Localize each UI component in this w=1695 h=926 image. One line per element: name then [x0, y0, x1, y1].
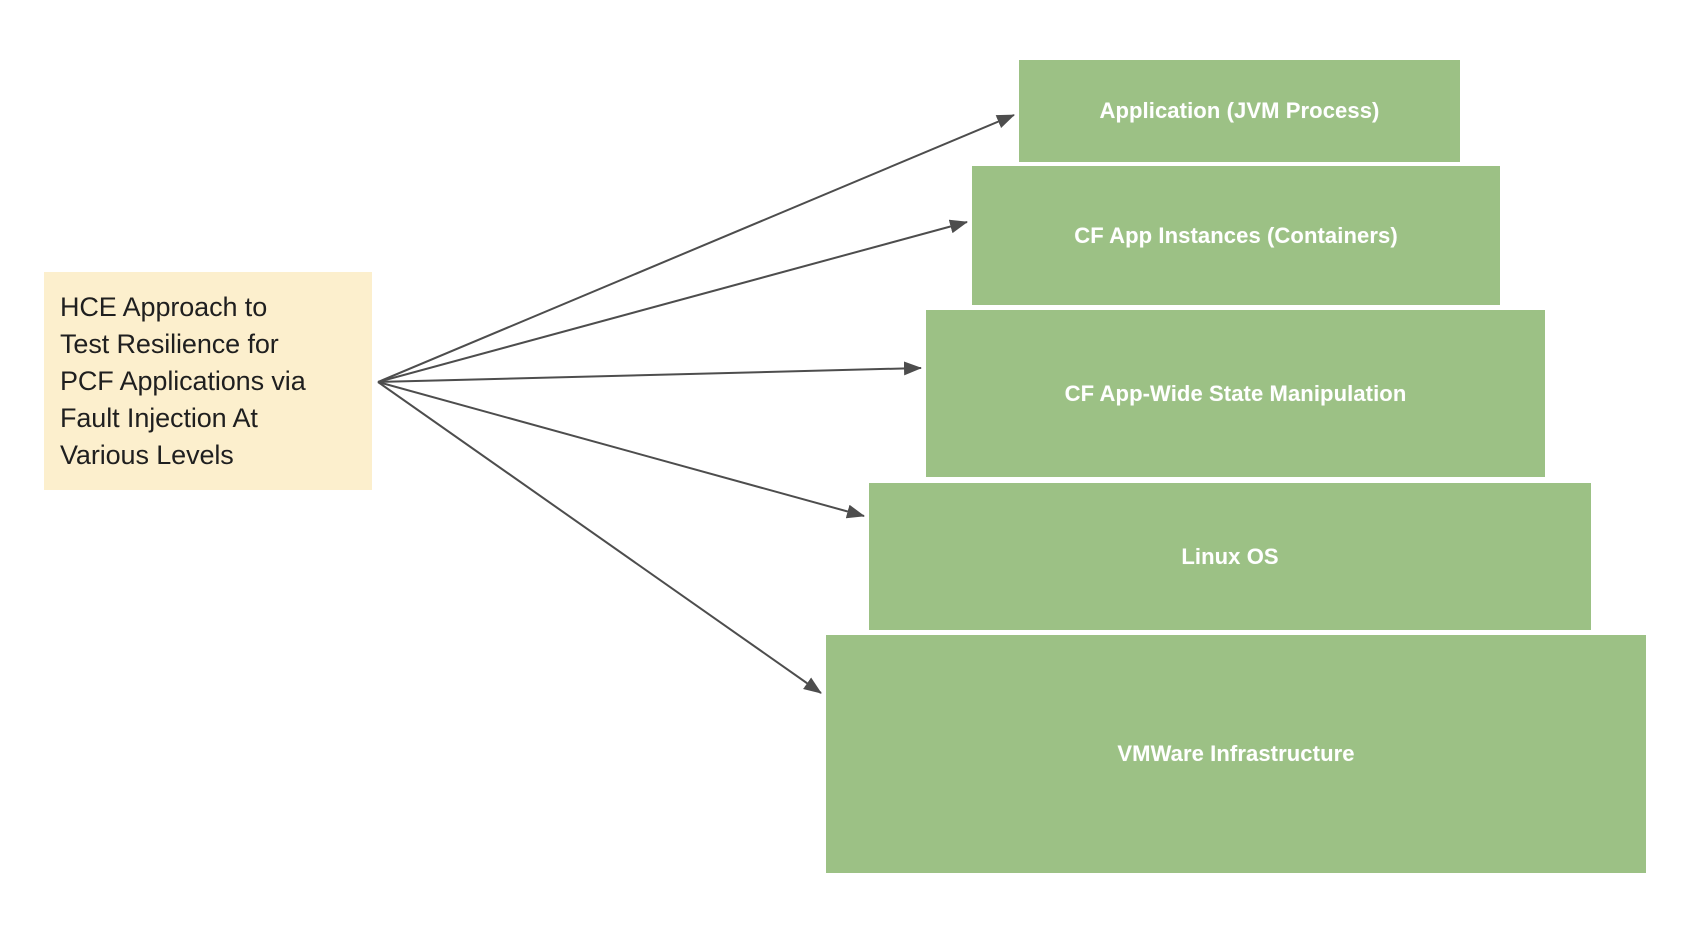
arrow-to-cf-app-wide-state	[377, 361, 922, 383]
layer-label-cf-app-instances: CF App Instances (Containers)	[1074, 222, 1398, 248]
layer-label-vmware-infrastructure: VMWare Infrastructure	[1117, 741, 1355, 766]
arrow-to-application	[377, 114, 1015, 383]
layer-box-linux-os[interactable]: Linux OS	[869, 483, 1591, 630]
layer-box-vmware-infrastructure[interactable]: VMWare Infrastructure	[826, 635, 1646, 873]
layer-box-application[interactable]: Application (JVM Process)	[1019, 60, 1460, 162]
layer-label-linux-os: Linux OS	[1181, 543, 1279, 569]
arrow-to-cf-app-instances	[377, 219, 968, 383]
hce-approach-box[interactable]: HCE Approach to Test Resilience for PCF …	[44, 272, 372, 490]
hce-approach-label: HCE Approach to Test Resilience for PCF …	[60, 291, 306, 470]
arrow-to-vmware-infrastructure	[377, 381, 822, 694]
layer-label-cf-app-wide-state: CF App-Wide State Manipulation	[1064, 380, 1407, 406]
arrow-to-linux-os	[377, 381, 865, 519]
layer-box-cf-app-wide-state[interactable]: CF App-Wide State Manipulation	[926, 310, 1545, 477]
layer-label-application: Application (JVM Process)	[1099, 98, 1380, 123]
layer-box-cf-app-instances[interactable]: CF App Instances (Containers)	[972, 166, 1500, 305]
